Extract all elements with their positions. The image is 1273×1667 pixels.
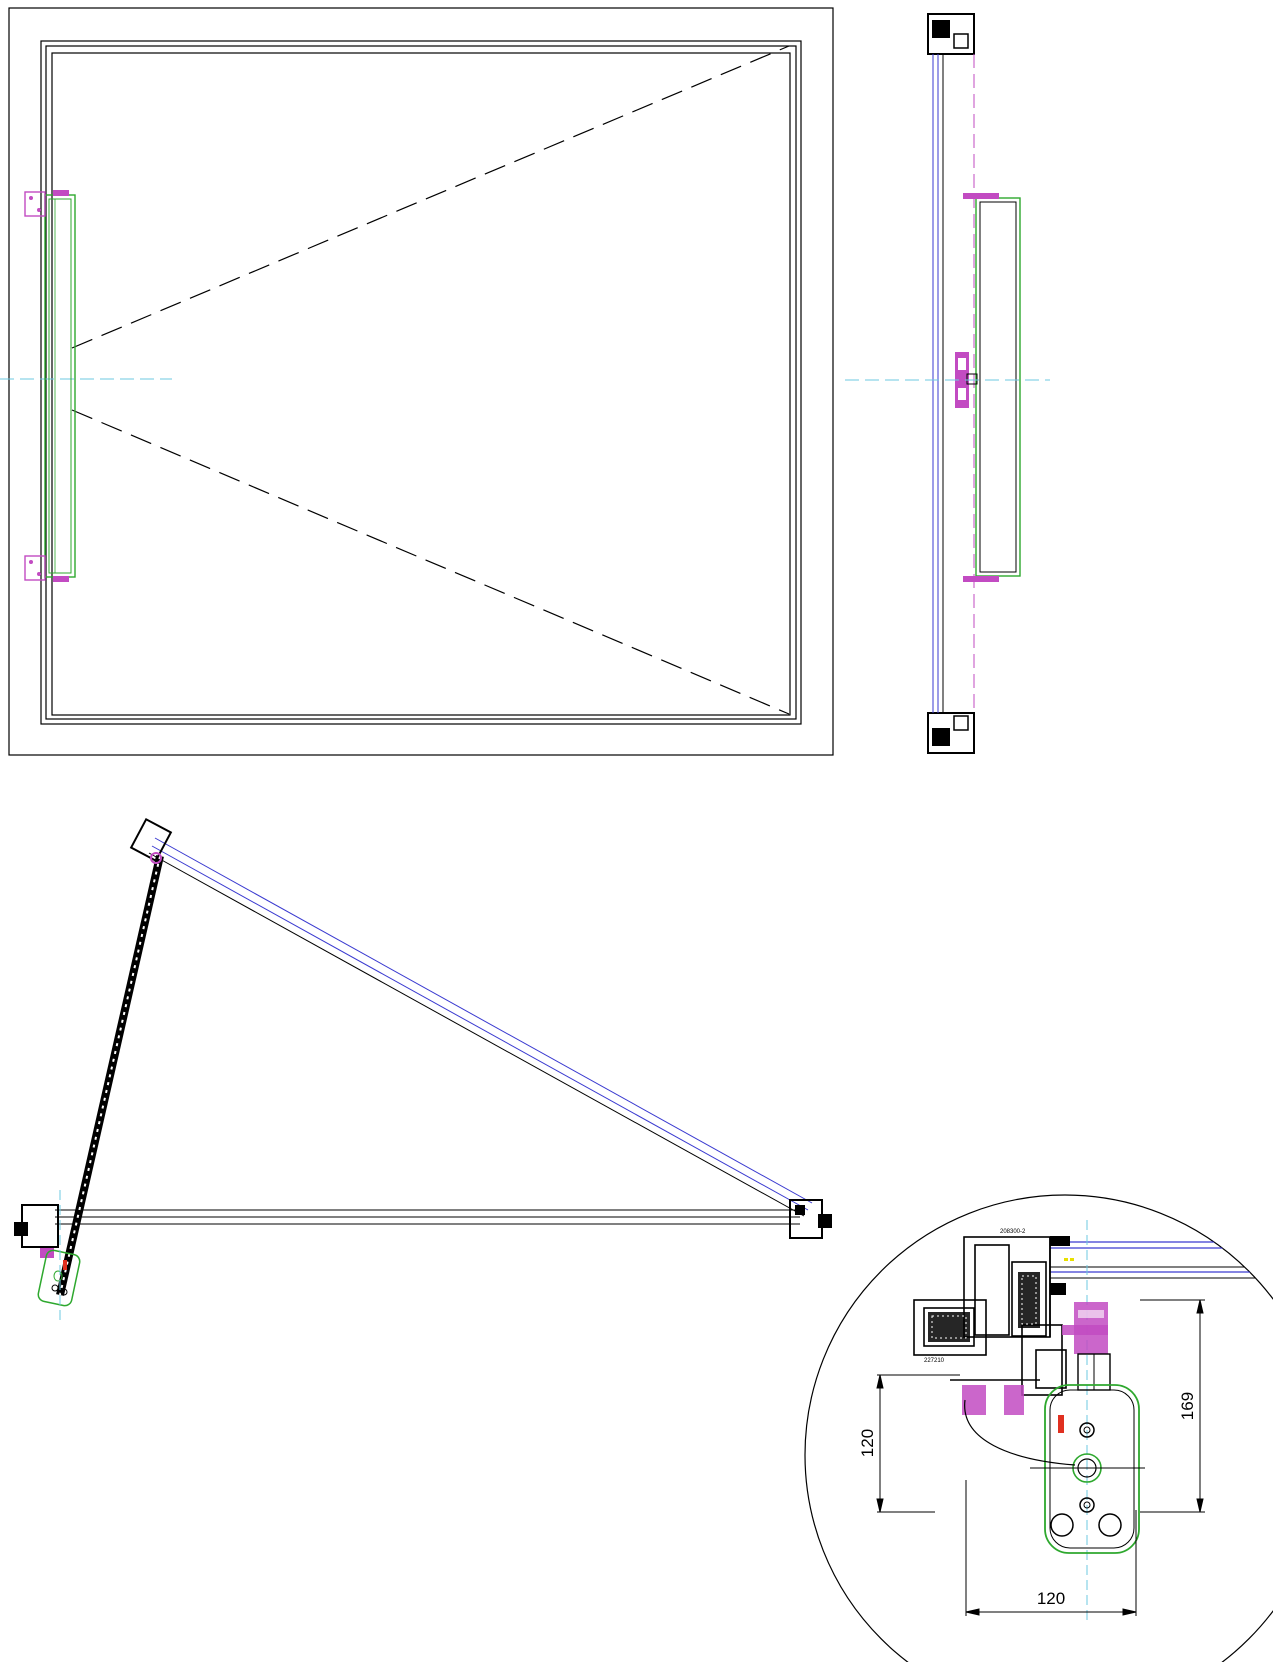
motor-detail	[1030, 1384, 1145, 1554]
pivot-right	[789, 1199, 832, 1239]
side-section	[927, 13, 1021, 754]
frame-inner-line-1	[40, 40, 802, 725]
open-sash-glass	[148, 837, 813, 1217]
front-elevation	[8, 7, 834, 756]
detail-view: 208300-2 227210 120 169 120	[804, 1194, 1273, 1667]
frame-bottom-section	[927, 712, 975, 754]
actuator-side	[975, 197, 1021, 577]
dimension-vertical-right	[1140, 1299, 1205, 1513]
dimension-vertical-left	[876, 1374, 960, 1513]
open-position-view	[14, 817, 832, 1320]
closed-glass-line	[55, 1209, 800, 1225]
profile-code-left: 227210	[924, 1358, 945, 1364]
outer-frame	[8, 7, 834, 756]
dimension-vertical-left-label: 120	[858, 1429, 877, 1457]
dimension-horizontal-bottom	[965, 1480, 1137, 1616]
sash-line	[51, 52, 791, 716]
motor-open-view	[37, 1249, 81, 1307]
actuator-chain	[56, 855, 164, 1296]
dimension-vertical-right-label: 169	[1178, 1392, 1197, 1420]
detail-circle	[804, 1194, 1273, 1667]
frame-top-section	[927, 13, 975, 55]
dimension-horizontal-bottom-label: 120	[1037, 1589, 1065, 1608]
actuator-front	[24, 190, 76, 582]
profile-code-top: 208300-2	[1000, 1229, 1026, 1235]
pivot-top	[129, 817, 173, 864]
cable-detail	[964, 1399, 1076, 1466]
opening-indicator-bottom	[71, 409, 790, 715]
frame-inner-line-2	[45, 45, 797, 720]
opening-indicator-top	[71, 45, 790, 349]
